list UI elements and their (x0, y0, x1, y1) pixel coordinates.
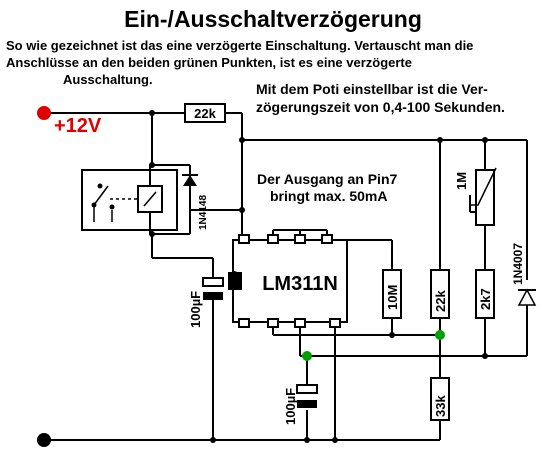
junction-dot (389, 332, 395, 338)
potentiometer-1m (475, 169, 495, 226)
junction-dot (482, 137, 488, 143)
resistor-10m-label: 10M (385, 285, 400, 310)
resistor-33k-label: 33k (433, 395, 448, 417)
diode-1n4148 (183, 175, 197, 186)
relay-box (81, 169, 178, 231)
description-line-2: Anschlüsse an den beiden grünen Punkten,… (6, 55, 412, 70)
supply-terminal-ground (37, 433, 51, 447)
junction-dot (437, 137, 443, 143)
green-junction-point (435, 330, 445, 340)
green-junction-point (302, 351, 312, 361)
diode-1n4007 (517, 288, 537, 306)
capacitor-left-plate (203, 292, 223, 300)
resistor-2k7-label: 2k7 (478, 288, 493, 310)
junction-dot (210, 437, 216, 443)
supply-voltage-label: +12V (54, 115, 102, 137)
ic-notch (228, 272, 242, 290)
diode-1n4007-label: 1N4007 (511, 243, 525, 285)
resistor-22k-right (430, 269, 450, 319)
resistor-10m (382, 269, 402, 319)
description-line-1: So wie gezeichnet ist das eine verzögert… (6, 38, 474, 53)
description-line-3: Ausschaltung. (63, 72, 153, 87)
output-note-line-2: bringt max. 50mA (270, 188, 388, 204)
diode-1n4148-label: 1N4148 (198, 195, 209, 230)
junction-dot (239, 207, 245, 213)
relay-switch (93, 185, 138, 222)
capacitor-left-label: 100µF (188, 291, 203, 328)
page-title: Ein-/Ausschaltverzögerung (124, 6, 422, 32)
resistor-22k-top (184, 103, 226, 123)
capacitor-bottom-plate (297, 400, 317, 408)
resistor-33k (430, 377, 450, 421)
ic-label: LM311N (262, 273, 338, 295)
junction-dot (239, 137, 245, 143)
junction-dot (149, 231, 155, 237)
poti-note-line-1: Mit dem Poti einstellbar ist die Ver- (256, 81, 488, 97)
junction-dot (149, 162, 155, 168)
junction-dot (482, 353, 488, 359)
junction-dot (149, 110, 155, 116)
junction-dot (304, 437, 310, 443)
capacitor-bottom-label: 100µF (283, 388, 298, 425)
capacitor-left (202, 277, 224, 287)
output-note-line-1: Der Ausgang an Pin7 (257, 171, 398, 187)
resistor-22k-top-label: 22k (194, 106, 216, 121)
potentiometer-1m-label: 1M (454, 172, 469, 190)
resistor-22k-right-label: 22k (433, 290, 448, 312)
resistor-2k7 (475, 269, 495, 319)
poti-note-line-2: zögerungszeit von 0,4-100 Sekunden. (256, 99, 505, 115)
capacitor-bottom (296, 384, 318, 394)
junction-dot (332, 437, 338, 443)
wires (44, 112, 528, 441)
ic-pins (238, 234, 341, 328)
supply-terminal-positive (37, 106, 51, 120)
